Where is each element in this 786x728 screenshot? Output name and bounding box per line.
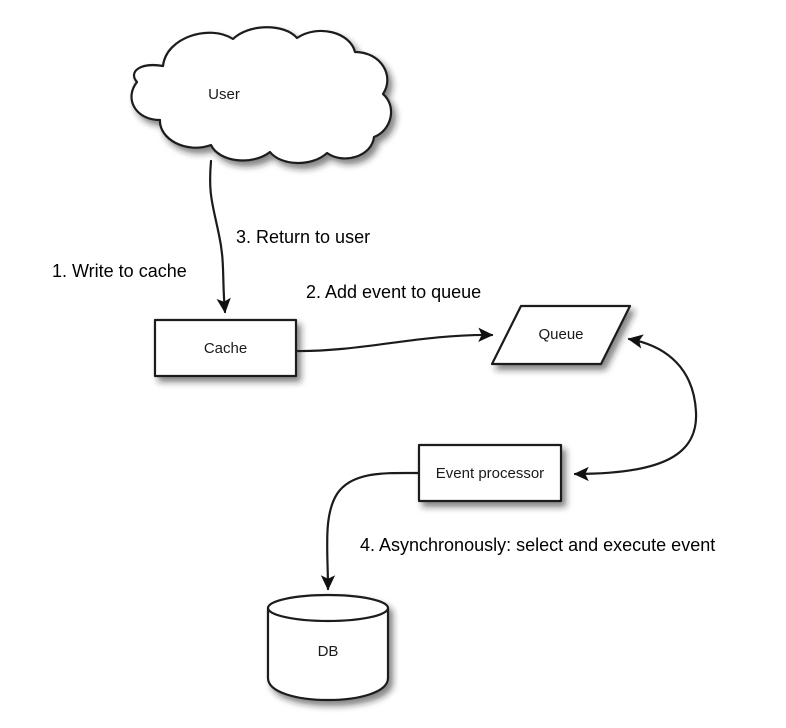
edge-label-step-1: 1. Write to cache [52, 261, 187, 281]
node-event-processor[interactable]: Event processor [417, 443, 563, 503]
node-db[interactable]: DB [266, 593, 390, 702]
edge-cache-to-queue [294, 327, 494, 353]
node-db-label: DB [318, 643, 339, 660]
edge-user-to-cache [209, 159, 231, 314]
node-queue[interactable]: Queue [490, 304, 632, 366]
edge-event-processor-to-db [320, 471, 421, 591]
node-cache-label: Cache [204, 340, 247, 357]
edge-queue-event-processor [573, 334, 698, 482]
edge-label-step-4: 4. Asynchronously: select and execute ev… [360, 535, 715, 555]
node-user[interactable]: User [130, 26, 393, 165]
edge-label-step-3: 3. Return to user [236, 227, 370, 247]
node-queue-label: Queue [538, 326, 583, 343]
node-event-processor-label: Event processor [436, 465, 544, 482]
node-user-label: User [208, 86, 240, 103]
edge-label-step-2: 2. Add event to queue [306, 282, 481, 302]
node-cache[interactable]: Cache [153, 318, 298, 378]
